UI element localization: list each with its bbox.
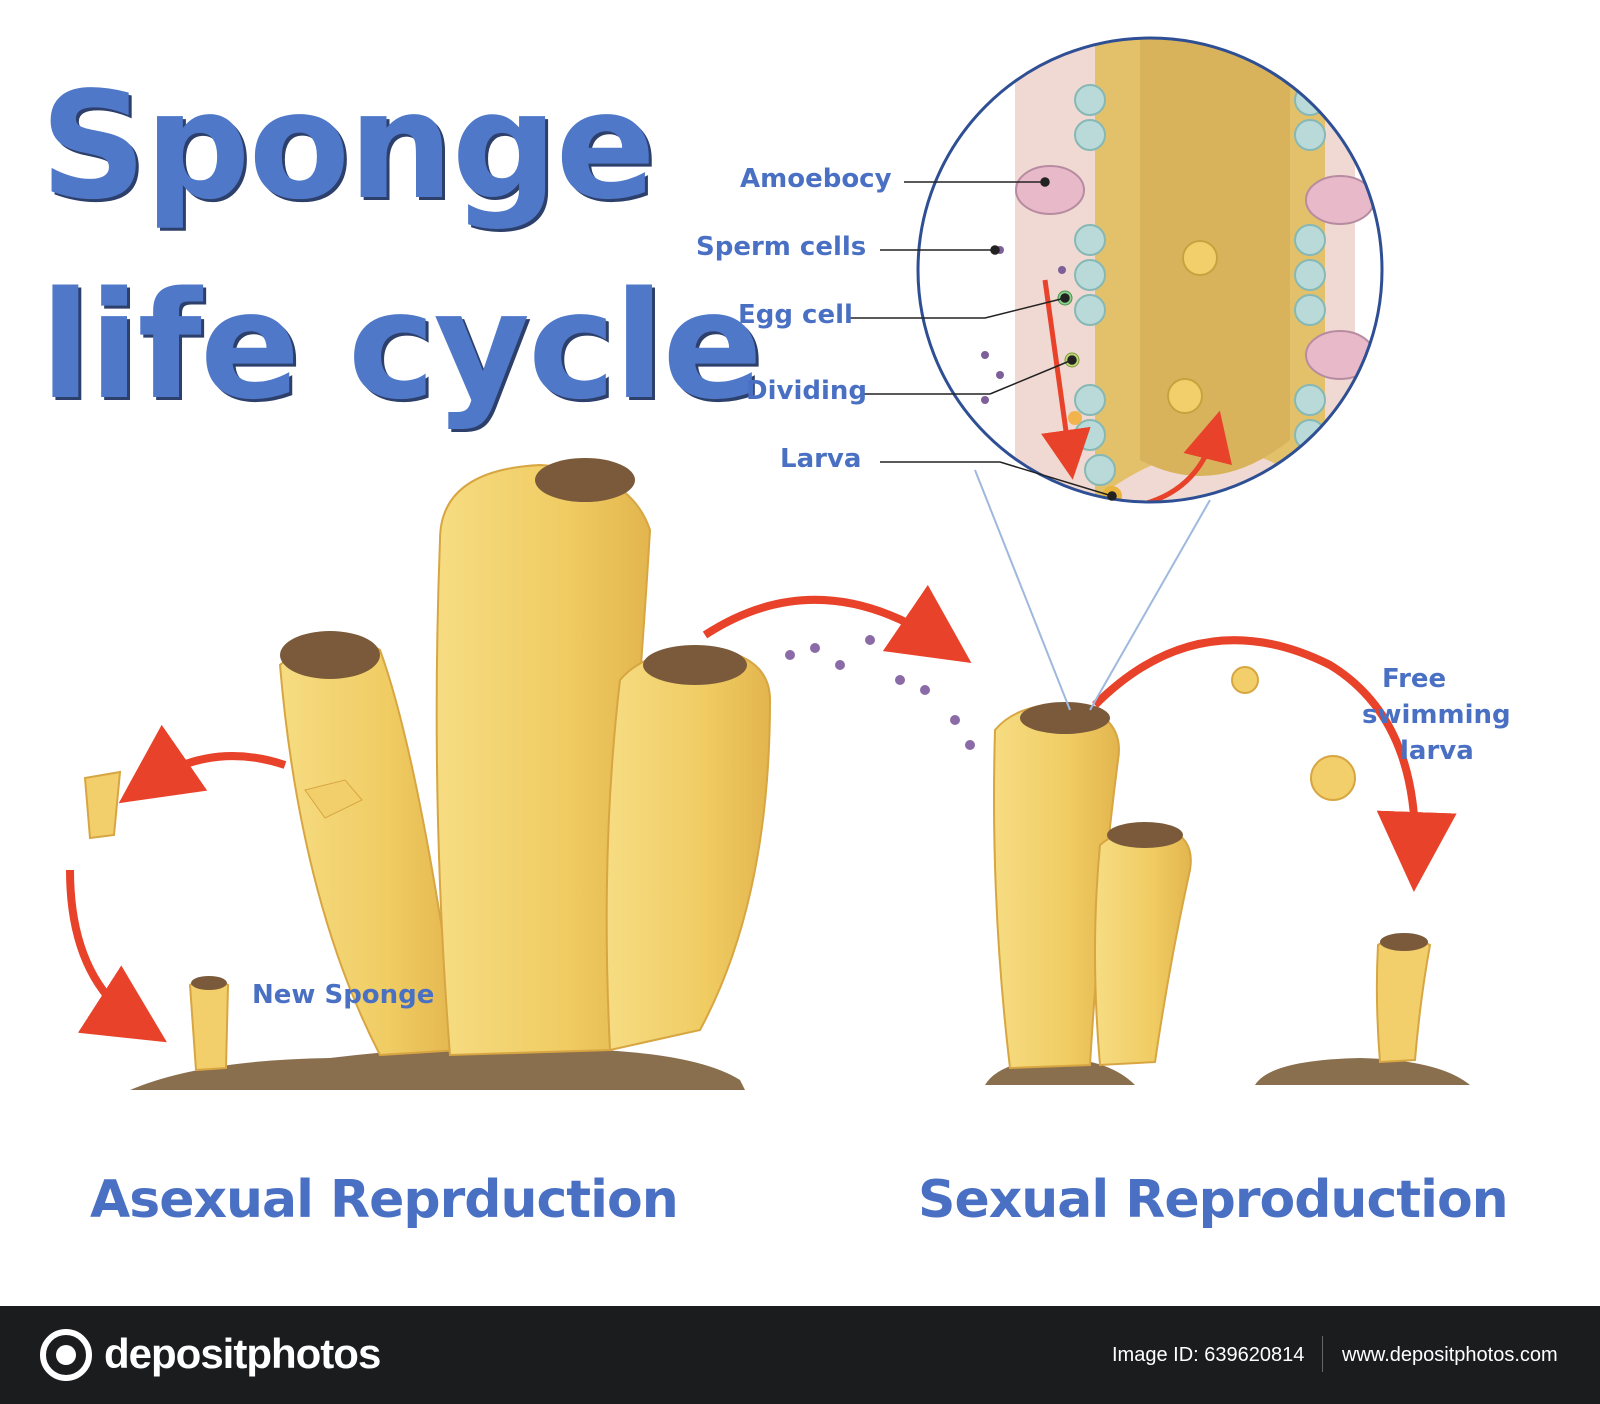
sperm-swarm [785, 635, 975, 750]
falling-bud [83, 770, 122, 840]
section-sexual-label: Sexual Reproduction [918, 1170, 1509, 1230]
bud-fragment [304, 779, 363, 819]
footer-divider [1322, 1336, 1323, 1372]
settled-larva-sponge [1375, 936, 1432, 1064]
sexual-ground-right [1255, 1058, 1470, 1085]
label-free-swimming-larva-2: swimming [1362, 700, 1511, 730]
title-line-2: life cycle [40, 260, 763, 432]
zoom-line-right [1089, 499, 1211, 711]
diagram-artwork [66, 36, 1470, 1090]
sexual-sponge-short [1094, 826, 1192, 1067]
footer-site: www.depositphotos.com [1342, 1344, 1558, 1366]
lens-arrow-down [1041, 279, 1091, 480]
callout-egg-cell: Egg cell [738, 300, 853, 330]
label-new-sponge: New Sponge [252, 980, 435, 1010]
new-sponge-body [188, 977, 230, 1072]
diagram-stage: Sponge life cycle Amoebocy Sperm cells E… [40, 36, 1511, 1230]
asexual-arrow-top [118, 724, 287, 804]
footer-brand: depositphotos [104, 1330, 381, 1377]
callout-amoebocy: Amoebocy [740, 164, 892, 194]
asexual-arrow-bottom [66, 869, 167, 1043]
section-asexual-label: Asexual Reprduction [90, 1170, 679, 1230]
callout-leaders [850, 177, 1117, 501]
callout-larva: Larva [780, 444, 862, 474]
lens-ring [916, 36, 1384, 504]
callout-dividing: Dividing [746, 376, 867, 406]
callout-sperm-cells: Sperm cells [696, 232, 867, 262]
ground-asexual [130, 1046, 745, 1090]
larva-arrow [1092, 636, 1457, 892]
sponge-cluster-large [278, 458, 772, 1057]
sponge-right-tube [605, 648, 772, 1052]
label-free-swimming-larva-3: larva [1400, 736, 1474, 766]
magnified-lens [918, 38, 1382, 502]
label-free-swimming-larva-1: Free [1382, 664, 1447, 694]
footer-bar: depositphotos Image ID: 639620814 www.de… [0, 1306, 1600, 1404]
title-line-1: Sponge [40, 60, 656, 232]
swimming-larva-1 [1231, 666, 1259, 694]
footer-image-id: Image ID: 639620814 [1112, 1344, 1305, 1366]
zoom-line-left [974, 469, 1071, 711]
swimming-larva-2 [1310, 755, 1356, 801]
sperm-arrow [702, 584, 972, 663]
depositphotos-logo-icon [40, 1329, 92, 1381]
